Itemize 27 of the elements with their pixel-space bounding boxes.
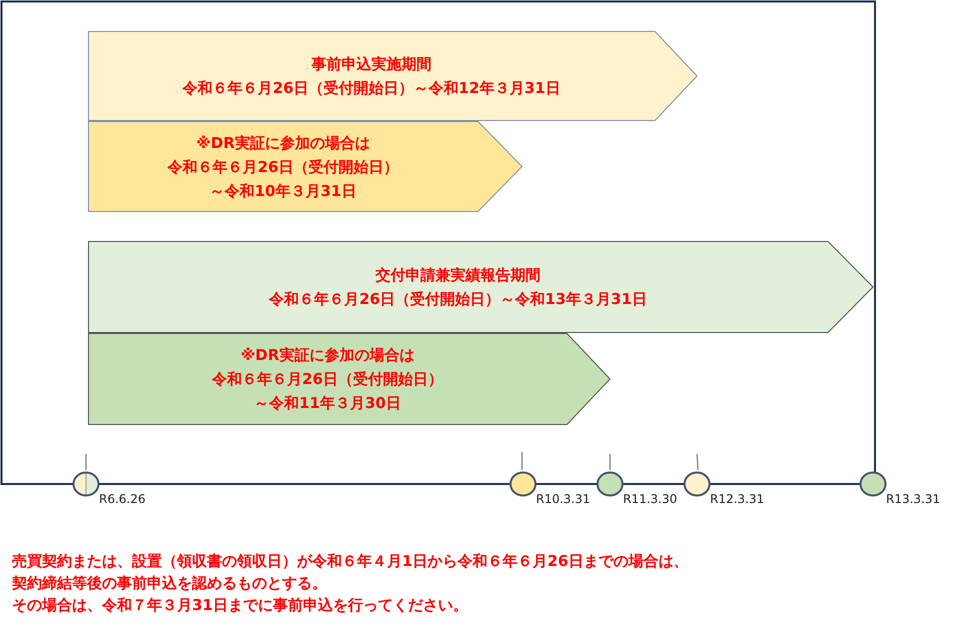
date-label: R11.3.30	[623, 492, 678, 506]
period-band	[88, 31, 698, 121]
period-text: 令和６年６月26日（受付開始日）	[168, 156, 398, 178]
date-label: R13.3.31	[886, 492, 940, 506]
period-text: ※DR実証に参加の場合は	[240, 345, 414, 366]
timeline-marker	[596, 471, 624, 497]
period-text: ～令和11年３月30日	[254, 393, 401, 414]
period-title: 交付申請兼実績報告期間	[376, 265, 540, 286]
note-text: 契約締結等後の事前申込を認めるものとする。	[12, 574, 327, 593]
period-text: 令和６年６月26日（受付開始日）～令和13年３月31日	[269, 289, 647, 310]
timeline-marker	[509, 471, 537, 497]
period-text: ※DR実証に参加の場合は	[196, 132, 370, 154]
date-label: R12.3.31	[710, 492, 764, 506]
period-band	[88, 121, 523, 212]
period-text: ～令和10年３月31日	[210, 180, 356, 202]
timeline-marker	[72, 471, 100, 497]
period-band	[88, 333, 611, 425]
note-text: 売買契約または、設置（領収書の領収日）が令和６年４月1日から令和６年６月26日までの場合は、	[12, 552, 688, 571]
period-title: 事前申込実施期間	[312, 54, 432, 75]
note-text: その場合は、令和７年３月31日までに事前申込を行ってください。	[12, 596, 468, 615]
timeline-marker	[683, 471, 711, 497]
period-text: 令和６年６月26日（受付開始日）	[212, 369, 443, 390]
date-label: R6.6.26	[99, 492, 146, 506]
timeline-marker	[859, 471, 887, 497]
date-label: R10.3.31	[536, 492, 590, 506]
period-text: 令和６年６月26日（受付開始日）～令和12年３月31日	[182, 78, 560, 99]
period-band	[88, 241, 874, 333]
